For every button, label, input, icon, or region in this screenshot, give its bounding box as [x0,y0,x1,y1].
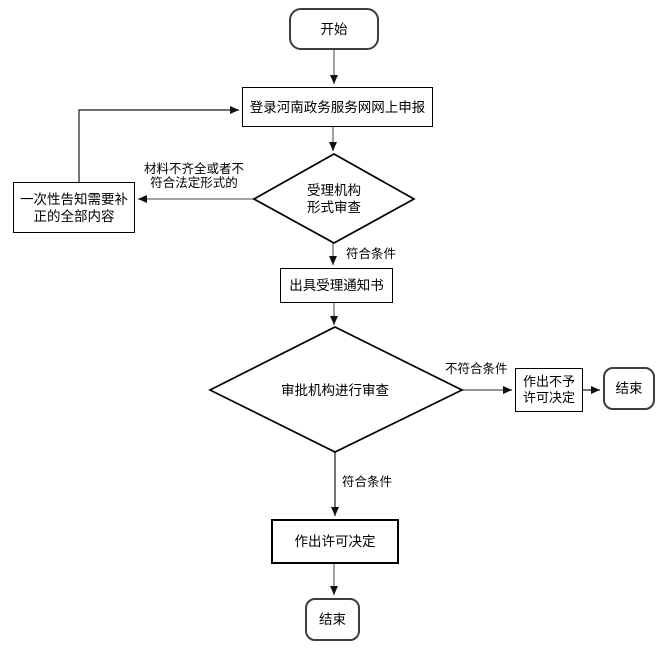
approval-review-node: 审批机构进行审查 [244,372,426,408]
end-bottom-label: 结束 [319,612,346,627]
approval-review-label: 审批机构进行审查 [281,382,389,398]
start-label: 开始 [320,21,348,37]
approve-decision-label: 作出许可决定 [294,534,376,549]
approval-review-diamond [208,326,464,453]
deny-decision-node: 作出不予 许可决定 [515,368,583,412]
edge-label-meets-conditions-1: 符合条件 [346,247,397,261]
form-review-node: 受理机构 形式审查 [274,172,394,226]
form-review-diamond [252,153,416,244]
end-right-node: 结束 [603,367,655,410]
approve-decision-node: 作出许可决定 [271,519,399,564]
edge-label-materials-incomplete: 材料不齐全或者不 符合法定形式的 [143,162,244,190]
end-bottom-node: 结束 [305,598,360,641]
issue-notice-label: 出具受理通知书 [289,278,384,293]
login-label: 登录河南政务服务网网上申报 [249,99,426,115]
edge-notify-to-login [78,106,239,182]
form-review-label: 受理机构 形式审查 [307,183,361,215]
edge-label-not-meet-conditions: 不符合条件 [445,362,508,376]
deny-decision-label: 作出不予 许可决定 [522,374,575,405]
edge-label-meets-conditions-2: 符合条件 [342,475,393,489]
issue-notice-node: 出具受理通知书 [280,268,393,303]
notify-correction-label: 一次性告知需要补 正的全部内容 [20,191,128,224]
login-node: 登录河南政务服务网网上申报 [242,87,433,127]
end-right-label: 结束 [615,381,643,396]
notify-correction-node: 一次性告知需要补 正的全部内容 [13,182,135,233]
start-node: 开始 [289,8,379,50]
